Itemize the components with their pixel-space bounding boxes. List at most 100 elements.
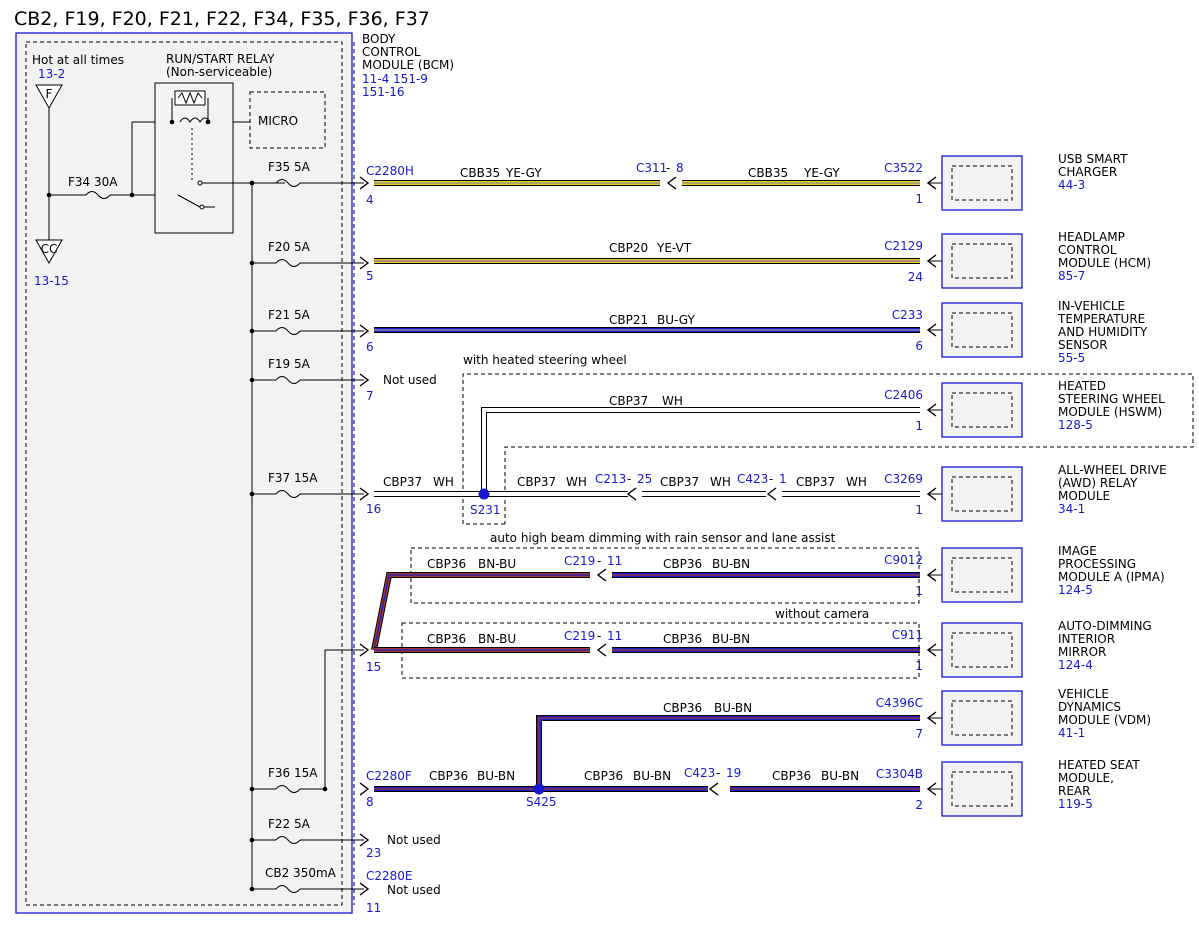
ground-reference[interactable]: 13-15 [34, 274, 69, 288]
bcm-pin-23[interactable]: 23 [366, 846, 381, 860]
bcm-pin-7[interactable]: 7 [366, 389, 374, 403]
inline-pin-c423-1[interactable]: 1 [779, 472, 787, 486]
device-module-box[interactable] [941, 233, 1023, 289]
device-pin-label[interactable]: 7 [915, 727, 923, 741]
bcm-pin-4[interactable]: 4 [366, 193, 374, 207]
device-connector-label[interactable]: C2406 [884, 388, 923, 402]
device-pin-label[interactable]: 2 [915, 798, 923, 812]
device-name-line: HEATED [1058, 379, 1106, 393]
bcm-reference-2[interactable]: 151-16 [362, 85, 405, 99]
device-pin-label[interactable]: 1 [915, 419, 923, 433]
micro-label: MICRO [258, 114, 298, 128]
bcm-connector-c2280f[interactable]: C2280F [366, 769, 412, 783]
device-connector-label[interactable]: C3522 [884, 161, 923, 175]
bcm-pin-15[interactable]: 15 [366, 660, 381, 674]
heated-wheel-option-box [462, 373, 1194, 525]
device-pin-label[interactable]: 1 [915, 503, 923, 517]
bcm-pin-6[interactable]: 6 [366, 340, 374, 354]
bcm-reference-1[interactable]: 11-4 151-9 [362, 72, 428, 86]
inline-connector-c311[interactable]: C311 [636, 161, 667, 175]
device-connector-label[interactable]: C9012 [884, 553, 923, 567]
bcm-connector-c2280e[interactable]: C2280E [366, 869, 413, 883]
inline-pin-c423-19[interactable]: 19 [726, 766, 741, 780]
device-reference[interactable]: 124-5 [1058, 583, 1093, 597]
wire-color-bnbu-mirror: BN-BU [478, 632, 516, 646]
hot-source-reference[interactable]: 13-2 [38, 67, 65, 81]
device-reference[interactable]: 85-7 [1058, 269, 1085, 283]
device-module-box[interactable] [941, 690, 1023, 746]
device-module-box[interactable] [941, 547, 1023, 603]
device-reference[interactable]: 55-5 [1058, 351, 1085, 365]
device-connector-label[interactable]: C4396C [876, 696, 923, 710]
wire-label-cbb35-usb: CBB35 [748, 166, 788, 180]
inline-pin-c213-25[interactable]: 25 [637, 472, 652, 486]
device-name-line: MODULE [1058, 489, 1110, 503]
device-name-line: AND HUMIDITY [1058, 325, 1148, 339]
splice-s425-dot[interactable] [533, 783, 545, 795]
power-source-letter: F [46, 87, 53, 101]
fuse-symbol [275, 836, 301, 844]
device-connector-label[interactable]: C3304B [876, 767, 923, 781]
resistor-zigzag [177, 91, 203, 105]
wire-cbp36-bnbu-ipma-stripe [373, 574, 590, 651]
inline-connector-c219-a[interactable]: C219 [564, 554, 595, 568]
inline-dash: - [769, 472, 773, 486]
inline-connector-c423-a[interactable]: C423 [737, 472, 768, 486]
inline-connector-c423-b[interactable]: C423 [684, 766, 715, 780]
bcm-pin-8[interactable]: 8 [366, 795, 374, 809]
splice-s231-label[interactable]: S231 [470, 503, 501, 517]
device-reference[interactable]: 44-3 [1058, 178, 1085, 192]
inline-pin-c219-11-a[interactable]: 11 [607, 554, 622, 568]
device-reference[interactable]: 124-4 [1058, 658, 1093, 672]
bcm-pin-16[interactable]: 16 [366, 502, 381, 516]
bcm-connector-c2280h[interactable]: C2280H [366, 164, 414, 178]
device-connector-label[interactable]: C3269 [884, 472, 923, 486]
device-module-box[interactable] [941, 466, 1023, 522]
device-pin-label[interactable]: 1 [915, 659, 923, 673]
device-connector-label[interactable]: C911 [892, 628, 923, 642]
device-reference[interactable]: 34-1 [1058, 502, 1085, 516]
device-module-box[interactable] [941, 622, 1023, 678]
device-internal-box [951, 700, 1013, 736]
fuse-symbol [275, 885, 301, 893]
inline-connector-c219-b[interactable]: C219 [564, 629, 595, 643]
splice-s231-dot[interactable] [478, 488, 490, 500]
device-pin-label[interactable]: 6 [915, 339, 923, 353]
run-start-relay-box[interactable] [154, 82, 234, 234]
device-reference[interactable]: 119-5 [1058, 797, 1093, 811]
device-module-box[interactable] [941, 382, 1023, 438]
device-module-box[interactable] [941, 761, 1023, 817]
inline-pin-c311-8[interactable]: 8 [676, 161, 684, 175]
device-reference[interactable]: 128-5 [1058, 418, 1093, 432]
device-reference[interactable]: 41-1 [1058, 726, 1085, 740]
wire-label-cbp36-mirror-right: CBP36 [663, 632, 702, 646]
device-pin-label[interactable]: 1 [915, 192, 923, 206]
fuse-label: F22 5A [268, 817, 311, 831]
device-pin-label[interactable]: 1 [915, 584, 923, 598]
microcontroller-box[interactable] [249, 91, 326, 149]
relay-coil-leads [171, 98, 209, 122]
device-module-box[interactable] [941, 155, 1023, 211]
device-pin-label[interactable]: 24 [908, 270, 923, 284]
inline-connector-c213[interactable]: C213 [595, 472, 626, 486]
bcm-pin-5[interactable]: 5 [366, 269, 374, 283]
device-connector-label[interactable]: C2129 [884, 239, 923, 253]
relay-switch-arm [177, 194, 201, 208]
fuse-label: F21 5A [268, 308, 311, 322]
splice-s425-label[interactable]: S425 [526, 795, 557, 809]
device-connector-label[interactable]: C233 [892, 308, 923, 322]
device-module-box[interactable] [941, 302, 1023, 358]
bcm-pin-11[interactable]: 11 [366, 901, 381, 915]
bcm-output-arrow [359, 643, 370, 657]
inline-pin-c219-11-b[interactable]: 11 [607, 629, 622, 643]
wire-cbp37-hswm[interactable] [482, 408, 920, 494]
